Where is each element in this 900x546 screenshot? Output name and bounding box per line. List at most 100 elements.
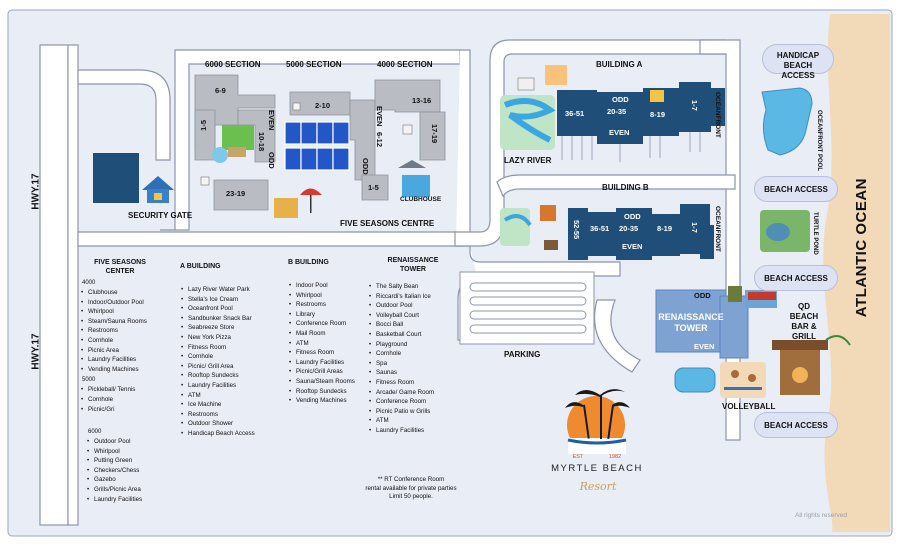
legend-renaissance-item: Conference Room xyxy=(368,397,458,407)
legend-list-4000: ClubhouseIndoor/Outdoor PoolWhirlpoolSte… xyxy=(80,288,160,374)
hwy-label-bottom: HWY.17 xyxy=(30,333,42,370)
turtle-pond-label: TURTLE POND xyxy=(812,212,818,255)
section-4000-label: 4000 SECTION xyxy=(377,60,433,69)
legend-b-building-item: Laundry Facilities xyxy=(288,358,368,368)
parking-lot xyxy=(459,271,595,345)
legend-a-building-item: Restrooms xyxy=(180,410,275,420)
beach-access-1: BEACH ACCESS xyxy=(754,176,838,202)
legend-a-building-item: Laundry Facilities xyxy=(180,381,275,391)
qd-beach-bar xyxy=(772,335,851,395)
legend-group-5000: 5000 xyxy=(82,377,96,384)
beach-access-3: BEACH ACCESS xyxy=(754,412,838,438)
logo-est: EST xyxy=(572,454,584,460)
legend-renaissance-item: The Salty Bean xyxy=(368,282,458,292)
building-b xyxy=(500,204,714,260)
roads xyxy=(39,39,741,526)
legend-list-renaissance: The Salty BeanRiccardi's Italian IceOutd… xyxy=(368,282,458,436)
legend-a-building-item: Lazy River Water Park xyxy=(180,285,275,295)
building-a-unit-1: 36-51 xyxy=(565,109,585,118)
legend-a-building-item: Picnic/ Grill Area xyxy=(180,362,275,372)
conference-note: ** RT Conference Room rental available f… xyxy=(346,476,476,502)
legend-renaissance-item: Picnic Patio w Grills xyxy=(368,407,458,417)
building-a-unit-2: 20-35 xyxy=(607,107,627,116)
legend-6000-item: Whirlpool xyxy=(86,447,166,457)
oceanfront-pool xyxy=(761,87,813,156)
legend-4000-item: Steam/Sauna Rooms xyxy=(80,317,160,327)
legend-group-6000: 6000 xyxy=(88,429,102,435)
unit-5000-b: 6-12 xyxy=(375,132,384,148)
hwy-label-top: HWY.17 xyxy=(30,173,42,210)
legend-list-b-building: Indoor PoolWhirlpoolRestroomsLibraryConf… xyxy=(288,281,368,406)
lazy-river xyxy=(500,65,567,150)
unit-6000-odd: ODD xyxy=(267,152,276,169)
legend-list-5000: Pickleball/ TennisCornholePicnic/Gri xyxy=(80,385,160,414)
clubhouse-icon xyxy=(398,160,426,168)
building-b-even: EVEN xyxy=(622,242,643,251)
building-a-odd: ODD xyxy=(612,95,629,104)
legend-b-building-item: Vending Machines xyxy=(288,396,368,406)
legend-6000-item: Putting Green xyxy=(86,456,166,466)
legend-renaissance-item: Playground xyxy=(368,340,458,350)
legend-renaissance-item: Outdoor Pool xyxy=(368,301,458,311)
tennis-courts xyxy=(284,121,350,171)
tower-pool xyxy=(674,367,716,393)
legend-renaissance-item: Spa xyxy=(368,359,458,369)
legend-b-building-item: Library xyxy=(288,310,368,320)
resort-logo-graphic xyxy=(565,389,630,454)
legend-4000-item: Indoor/Outdoor Pool xyxy=(80,298,160,308)
parking-label: PARKING xyxy=(504,350,541,359)
conference-note-line2: rental available for private parties xyxy=(365,484,457,492)
unit-6000-c: 10-18 xyxy=(257,132,266,152)
logo-year: 1982 xyxy=(608,454,622,460)
legend-renaissance-title-line2: TOWER xyxy=(400,266,426,273)
legend-renaissance-item: Basketball Court xyxy=(368,330,458,340)
building-b-unit-4: 8-19 xyxy=(657,224,673,233)
legend-4000-item: Whirlpool xyxy=(80,307,160,317)
legend-renaissance-item: Laundry Facilities xyxy=(368,426,458,436)
legend-list-6000: Outdoor PoolWhirlpoolPutting GreenChecke… xyxy=(86,437,166,504)
building-b-unit-1: 52-55 xyxy=(572,220,581,240)
legend-renaissance-item: Arcade/ Game Room xyxy=(368,388,458,398)
building-a xyxy=(557,82,725,162)
legend-a-building-item: Sandbunker Snack Bar xyxy=(180,314,275,324)
building-b-unit-5: 1-7 xyxy=(690,222,699,233)
unit-6000-d: 23-19 xyxy=(226,189,246,198)
legend-a-building-item: Fitness Room xyxy=(180,343,275,353)
legend-renaissance-title: RENAISSANCE TOWER xyxy=(368,256,458,274)
legend-a-building-item: Handicap Beach Access xyxy=(180,429,275,439)
unit-4000-c: 1-5 xyxy=(368,183,379,192)
legend-group-4000: 4000 xyxy=(82,280,96,286)
legend-4000-item: Vending Machines xyxy=(80,365,160,375)
logo-script: Resort xyxy=(579,480,617,493)
unit-5000-a: 2-10 xyxy=(315,101,331,110)
legend-b-building: B BUILDING Indoor PoolWhirlpoolRestrooms… xyxy=(288,258,368,406)
tower-even: EVEN xyxy=(694,342,715,351)
legend-renaissance: RENAISSANCE TOWER The Salty BeanRiccardi… xyxy=(368,256,458,436)
building-a-label: BUILDING A xyxy=(596,60,643,69)
legend-five-seasons-title: FIVE SEASONS CENTER xyxy=(80,258,160,276)
legend-b-building-item: ATM xyxy=(288,339,368,349)
unit-5000-odd: ODD xyxy=(361,158,370,175)
legend-five-seasons-title-line1: FIVE SEASONS xyxy=(94,259,146,266)
volleyball-label: VOLLEYBALL xyxy=(722,402,776,411)
oceanfront-pool-label: OCEANFRONT POOL xyxy=(816,110,822,171)
legend-a-building-item: Cornhole xyxy=(180,352,275,362)
legend-b-building-item: Conference Room xyxy=(288,319,368,329)
unit-6000-b: 1-5 xyxy=(199,120,208,131)
rights-text: All rights reserved xyxy=(795,512,848,519)
lazy-river-label: LAZY RIVER xyxy=(504,156,552,165)
legend-b-building-item: Rooftop Sundecks xyxy=(288,387,368,397)
legend-a-building-item: Rooftop Sundecks xyxy=(180,371,275,381)
legend-b-building-item: Mail Room xyxy=(288,329,368,339)
unit-6000-even: EVEN xyxy=(267,110,276,131)
building-b-oceanfront: OCEANFRONT xyxy=(714,206,721,252)
building-b-unit-2: 36-51 xyxy=(590,224,610,233)
legend-4000-item: Laundry Facilities xyxy=(80,355,160,365)
legend-b-building-item: Sauna/Steam Rooms xyxy=(288,377,368,387)
tower-odd: ODD xyxy=(694,291,711,300)
security-gate-label: SECURITY GATE xyxy=(128,211,193,220)
unit-4000-a: 13-16 xyxy=(412,96,432,105)
legend-6000: 6000 Outdoor PoolWhirlpoolPutting GreenC… xyxy=(86,428,166,504)
renaissance-tower xyxy=(655,286,777,359)
legend-b-building-item: Whirlpool xyxy=(288,291,368,301)
